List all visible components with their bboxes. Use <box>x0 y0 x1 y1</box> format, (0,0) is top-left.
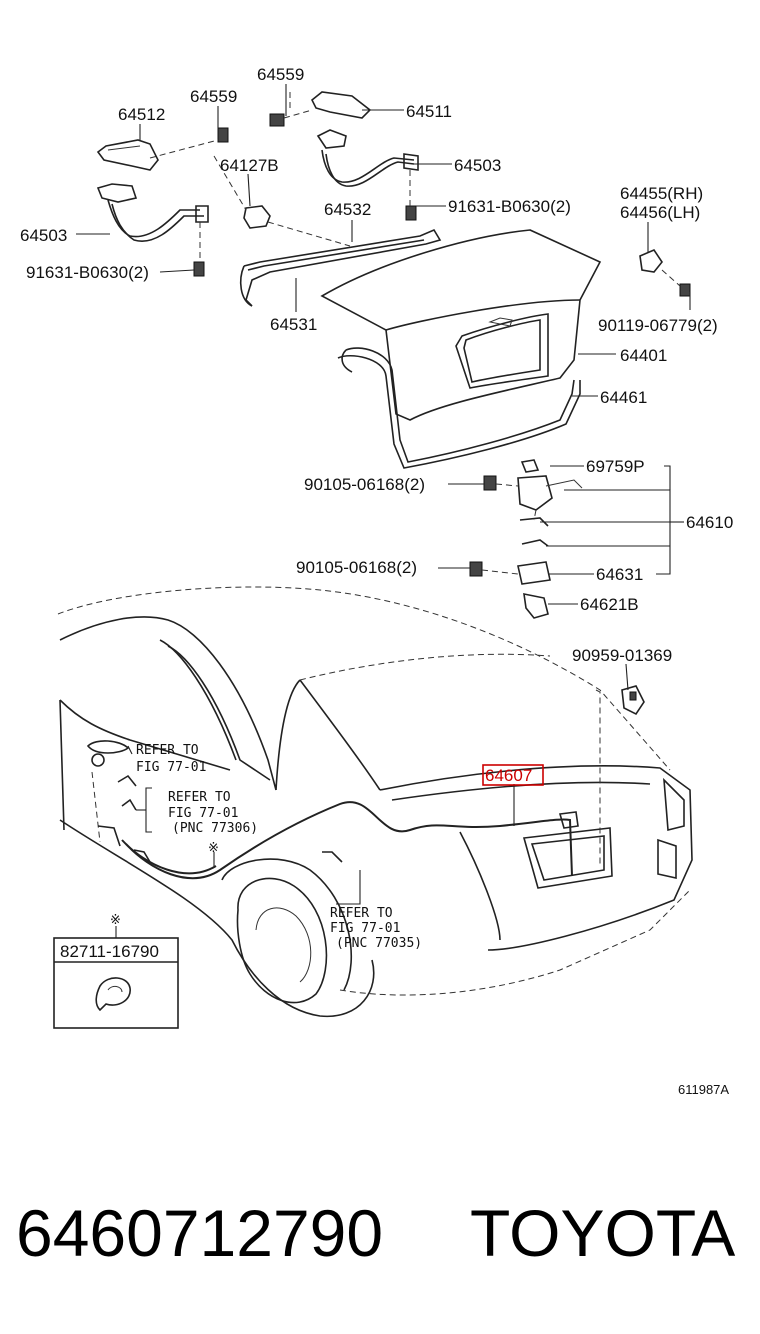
highlight-box-64607 <box>482 764 544 786</box>
refer-note-1-line2: FIG 77-01 <box>136 760 206 775</box>
label-90119: 90119-06779(2) <box>598 316 718 335</box>
dashed-guides-latch <box>481 483 537 575</box>
label-64607: 64607 <box>485 766 532 785</box>
label-90959: 90959-01369 <box>572 646 672 665</box>
refer-note-2-line3: (PNC 77306) <box>172 821 258 836</box>
label-64401: 64401 <box>620 346 667 365</box>
asterisk-cable: ※ <box>208 840 219 855</box>
car-outline <box>57 586 693 1018</box>
label-64532: 64532 <box>324 200 371 219</box>
label-64631: 64631 <box>596 565 643 584</box>
refer-note-3-line2: FIG 77-01 <box>330 921 400 936</box>
label-90105-lower: 90105-06168(2) <box>296 558 417 577</box>
hinge-assembly-left <box>96 139 209 242</box>
bolts-and-bushings <box>193 113 691 297</box>
label-69759p: 69759P <box>586 457 645 476</box>
label-64621b: 64621B <box>580 595 639 614</box>
part-number: 6460712790 <box>16 1196 383 1270</box>
dashed-guides-upper <box>149 92 681 287</box>
refer-note-2-line2: FIG 77-01 <box>168 806 238 821</box>
door-handle <box>86 740 130 767</box>
label-82711: 82711-16790 <box>60 942 159 961</box>
torsion-bars <box>239 228 442 307</box>
label-91631-right: 91631-B0630(2) <box>448 197 571 216</box>
refer-note-3-line3: (PNC 77035) <box>336 936 422 951</box>
leader-lines <box>76 84 691 938</box>
label-64512: 64512 <box>118 105 165 124</box>
label-64531: 64531 <box>270 315 317 334</box>
label-64503-left: 64503 <box>20 226 67 245</box>
release-cable <box>91 689 601 880</box>
label-64559-top: 64559 <box>257 65 304 84</box>
brand-name: TOYOTA <box>470 1196 735 1270</box>
refer-note-1-line1: REFER TO <box>136 743 199 758</box>
label-64461: 64461 <box>600 388 647 407</box>
label-64610: 64610 <box>686 513 733 532</box>
clip-part <box>621 685 645 716</box>
label-91631-left: 91631-B0630(2) <box>26 263 149 282</box>
label-64456-lh: 64456(LH) <box>620 203 700 222</box>
asterisk-inset: ※ <box>110 912 121 927</box>
label-64455-rh: 64455(RH) <box>620 184 703 203</box>
hinge-assembly-right <box>310 91 419 187</box>
label-90105-upper: 90105-06168(2) <box>304 475 425 494</box>
inset-box-82711 <box>53 937 179 1029</box>
label-64559: 64559 <box>190 87 237 106</box>
weatherstrip <box>337 347 581 469</box>
refer-note-3-line1: REFER TO <box>330 906 393 921</box>
trunk-lid <box>320 229 602 421</box>
latch-assembly <box>469 459 583 619</box>
refer-note-2-line1: REFER TO <box>168 790 231 805</box>
label-64511: 64511 <box>406 102 452 121</box>
label-64503-right: 64503 <box>454 156 501 175</box>
diagram-code: 611987A <box>678 1082 729 1097</box>
label-64127b: 64127B <box>220 156 279 175</box>
